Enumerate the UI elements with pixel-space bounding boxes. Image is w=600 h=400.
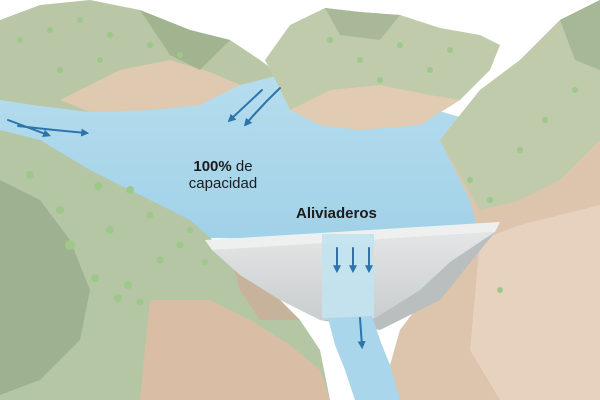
flow-arrow-icon <box>17 125 90 137</box>
capacity-label: 100% de capacidad <box>168 158 278 193</box>
flow-arrows <box>7 87 281 138</box>
trees <box>17 17 578 306</box>
flow-arrow-icon <box>227 89 263 123</box>
spillway-arrows <box>333 247 373 350</box>
capacity-suffix: capacidad <box>188 175 258 193</box>
left-foreground-hill <box>0 130 330 400</box>
capacity-value: 100% <box>193 158 232 175</box>
flow-arrow-icon <box>357 317 366 350</box>
back-center-mountain <box>265 8 500 130</box>
spillway-label: Aliviaderos <box>296 205 377 222</box>
flow-arrow-icon <box>243 87 281 127</box>
back-left-mountain <box>0 0 280 112</box>
downstream-river <box>328 316 400 400</box>
spillway-channel <box>322 234 374 318</box>
capacity-prefix: de <box>235 158 253 175</box>
